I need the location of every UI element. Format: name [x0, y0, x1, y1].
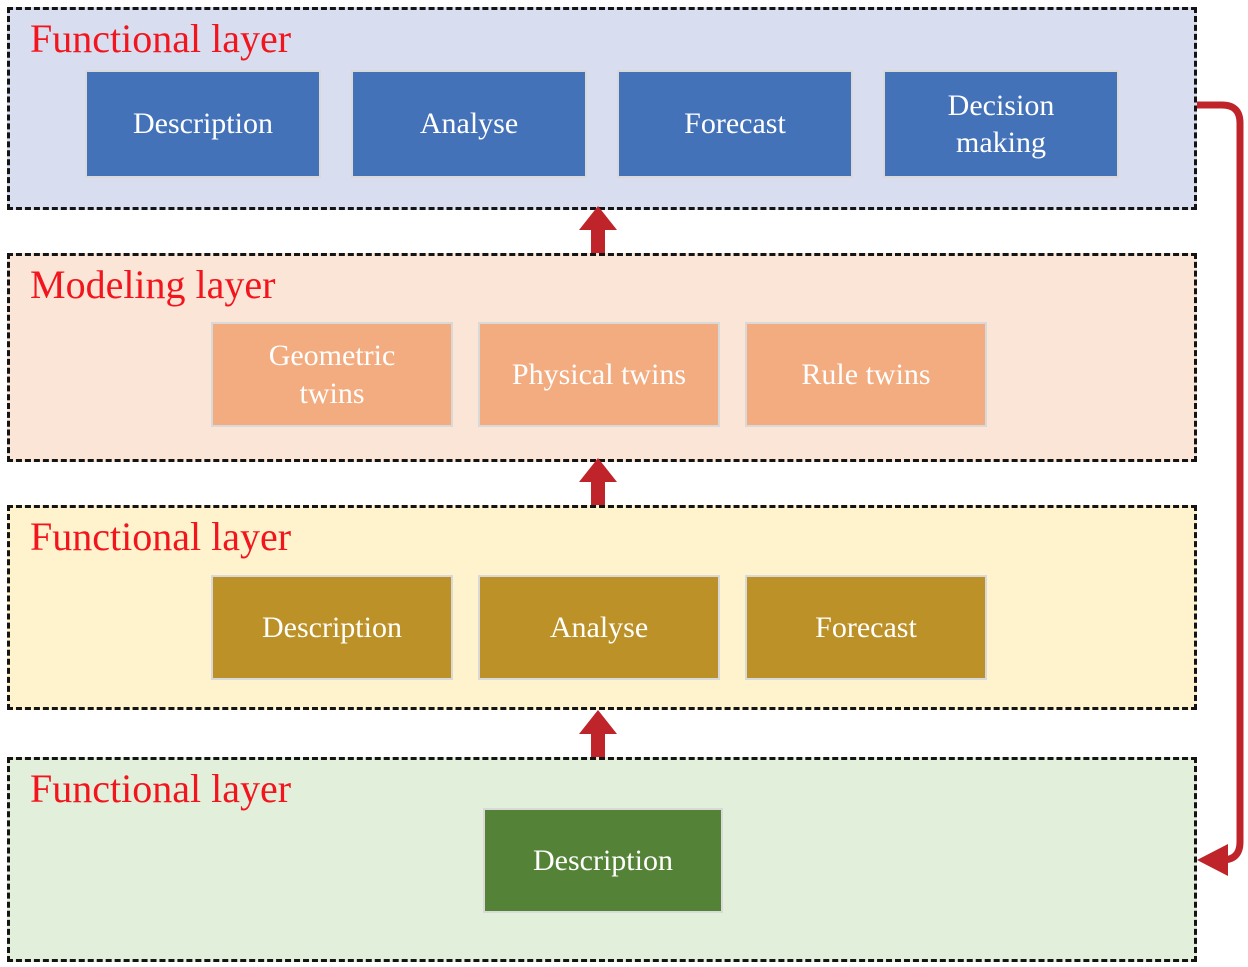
up-arrow-icon — [579, 458, 617, 505]
box-label: Description — [533, 843, 673, 877]
box-label: Forecast — [684, 107, 786, 141]
box-analyse-middle: Analyse — [478, 575, 720, 680]
box-label: Analyse — [549, 610, 649, 644]
box-forecast-middle: Forecast — [745, 575, 987, 680]
box-description-middle: Description — [211, 575, 453, 680]
box-label: Physical twins — [511, 357, 687, 391]
box-description-bottom: Description — [483, 808, 723, 913]
box-label: Forecast — [815, 610, 917, 644]
box-decision-making: Decision making — [883, 70, 1119, 178]
layer-modeling: Modeling layer Geometric twins Physical … — [7, 253, 1197, 462]
box-label: Description — [262, 610, 402, 644]
box-label: Decision making — [947, 88, 1055, 160]
box-label: Rule twins — [801, 357, 931, 391]
box-label: Analyse — [419, 107, 519, 141]
layer-title: Functional layer — [30, 766, 292, 811]
up-arrow-icon — [579, 206, 617, 253]
left-arrowhead-icon — [1197, 844, 1228, 876]
up-arrow-icon — [579, 710, 617, 757]
layer-title: Functional layer — [30, 514, 292, 559]
box-label: Geometric twins — [268, 339, 396, 410]
layer-functional-top: Functional layer Description Analyse For… — [7, 7, 1197, 210]
box-analyse-top: Analyse — [351, 70, 587, 178]
box-physical-twins: Physical twins — [478, 322, 720, 427]
box-forecast-top: Forecast — [617, 70, 853, 178]
layer-title: Functional layer — [30, 16, 292, 61]
box-geometric-twins: Geometric twins — [211, 322, 453, 427]
layer-title: Modeling layer — [30, 262, 276, 307]
box-rule-twins: Rule twins — [745, 322, 987, 427]
layer-functional-bottom: Functional layer Description — [7, 757, 1197, 962]
box-label: Description — [133, 107, 273, 141]
layer-functional-middle: Functional layer Description Analyse For… — [7, 505, 1197, 710]
box-description-top: Description — [85, 70, 321, 178]
